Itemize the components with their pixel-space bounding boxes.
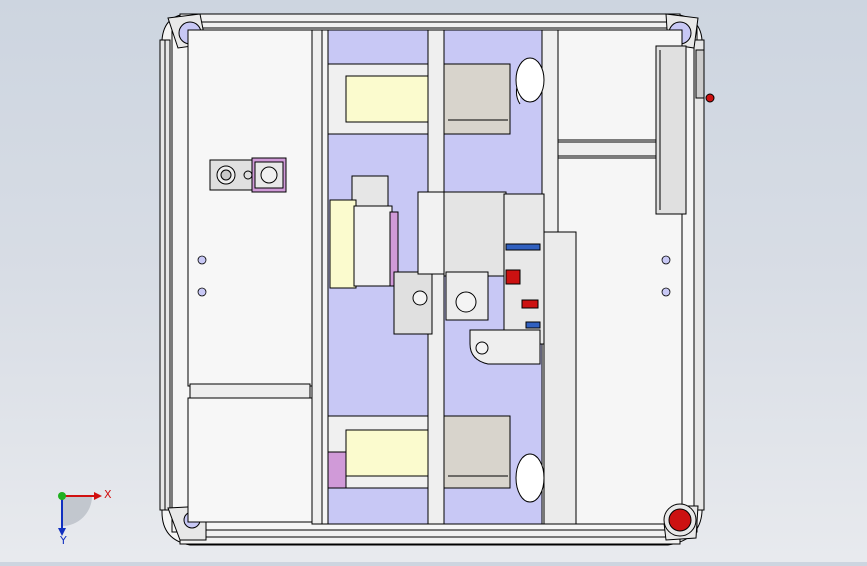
triad-x-label: X	[104, 488, 112, 501]
right-panels	[543, 29, 715, 525]
triad-y-label: Y	[60, 534, 67, 547]
triad-axes	[58, 492, 102, 536]
left-panel	[187, 29, 313, 523]
coordinate-triad: X Y	[42, 476, 112, 547]
center-mechanism	[329, 175, 545, 365]
top-cylinder	[327, 57, 545, 135]
bottom-cylinder	[327, 415, 545, 503]
emergency-stop-button[interactable]	[663, 503, 697, 537]
bolt-holes	[197, 255, 671, 297]
gear-motor	[209, 157, 287, 193]
